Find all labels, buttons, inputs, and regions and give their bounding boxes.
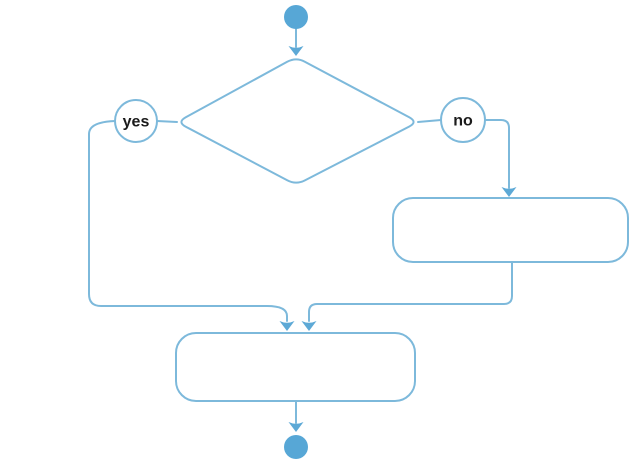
arrowhead-down-icon: [279, 321, 295, 331]
arrowhead-down-icon: [288, 422, 304, 432]
connector-line: [308, 261, 513, 322]
connector-start-to-decision: [288, 28, 304, 56]
connector-line: [484, 119, 510, 189]
arrowhead-down-icon: [301, 321, 317, 331]
bottom-process-box: [175, 332, 416, 402]
no-label: no: [453, 113, 473, 130]
decision-diamond: [180, 58, 415, 184]
yes-label: yes: [123, 114, 150, 131]
arrowhead-down-icon: [288, 46, 304, 56]
connector-decision-to-no: [417, 119, 442, 123]
end-node: [284, 435, 308, 459]
right-process-box: [392, 197, 629, 263]
connector-decision-to-yes: [156, 120, 178, 123]
connector-right-process-to-bottom-process: [301, 261, 513, 331]
connector-yes-to-bottom-process: [88, 120, 295, 331]
arrowhead-down-icon: [501, 187, 517, 197]
connector-bottom-process-to-end: [288, 400, 304, 432]
connector-line: [88, 120, 288, 322]
start-node: [284, 5, 308, 29]
connector-no-to-right-process: [484, 119, 517, 197]
